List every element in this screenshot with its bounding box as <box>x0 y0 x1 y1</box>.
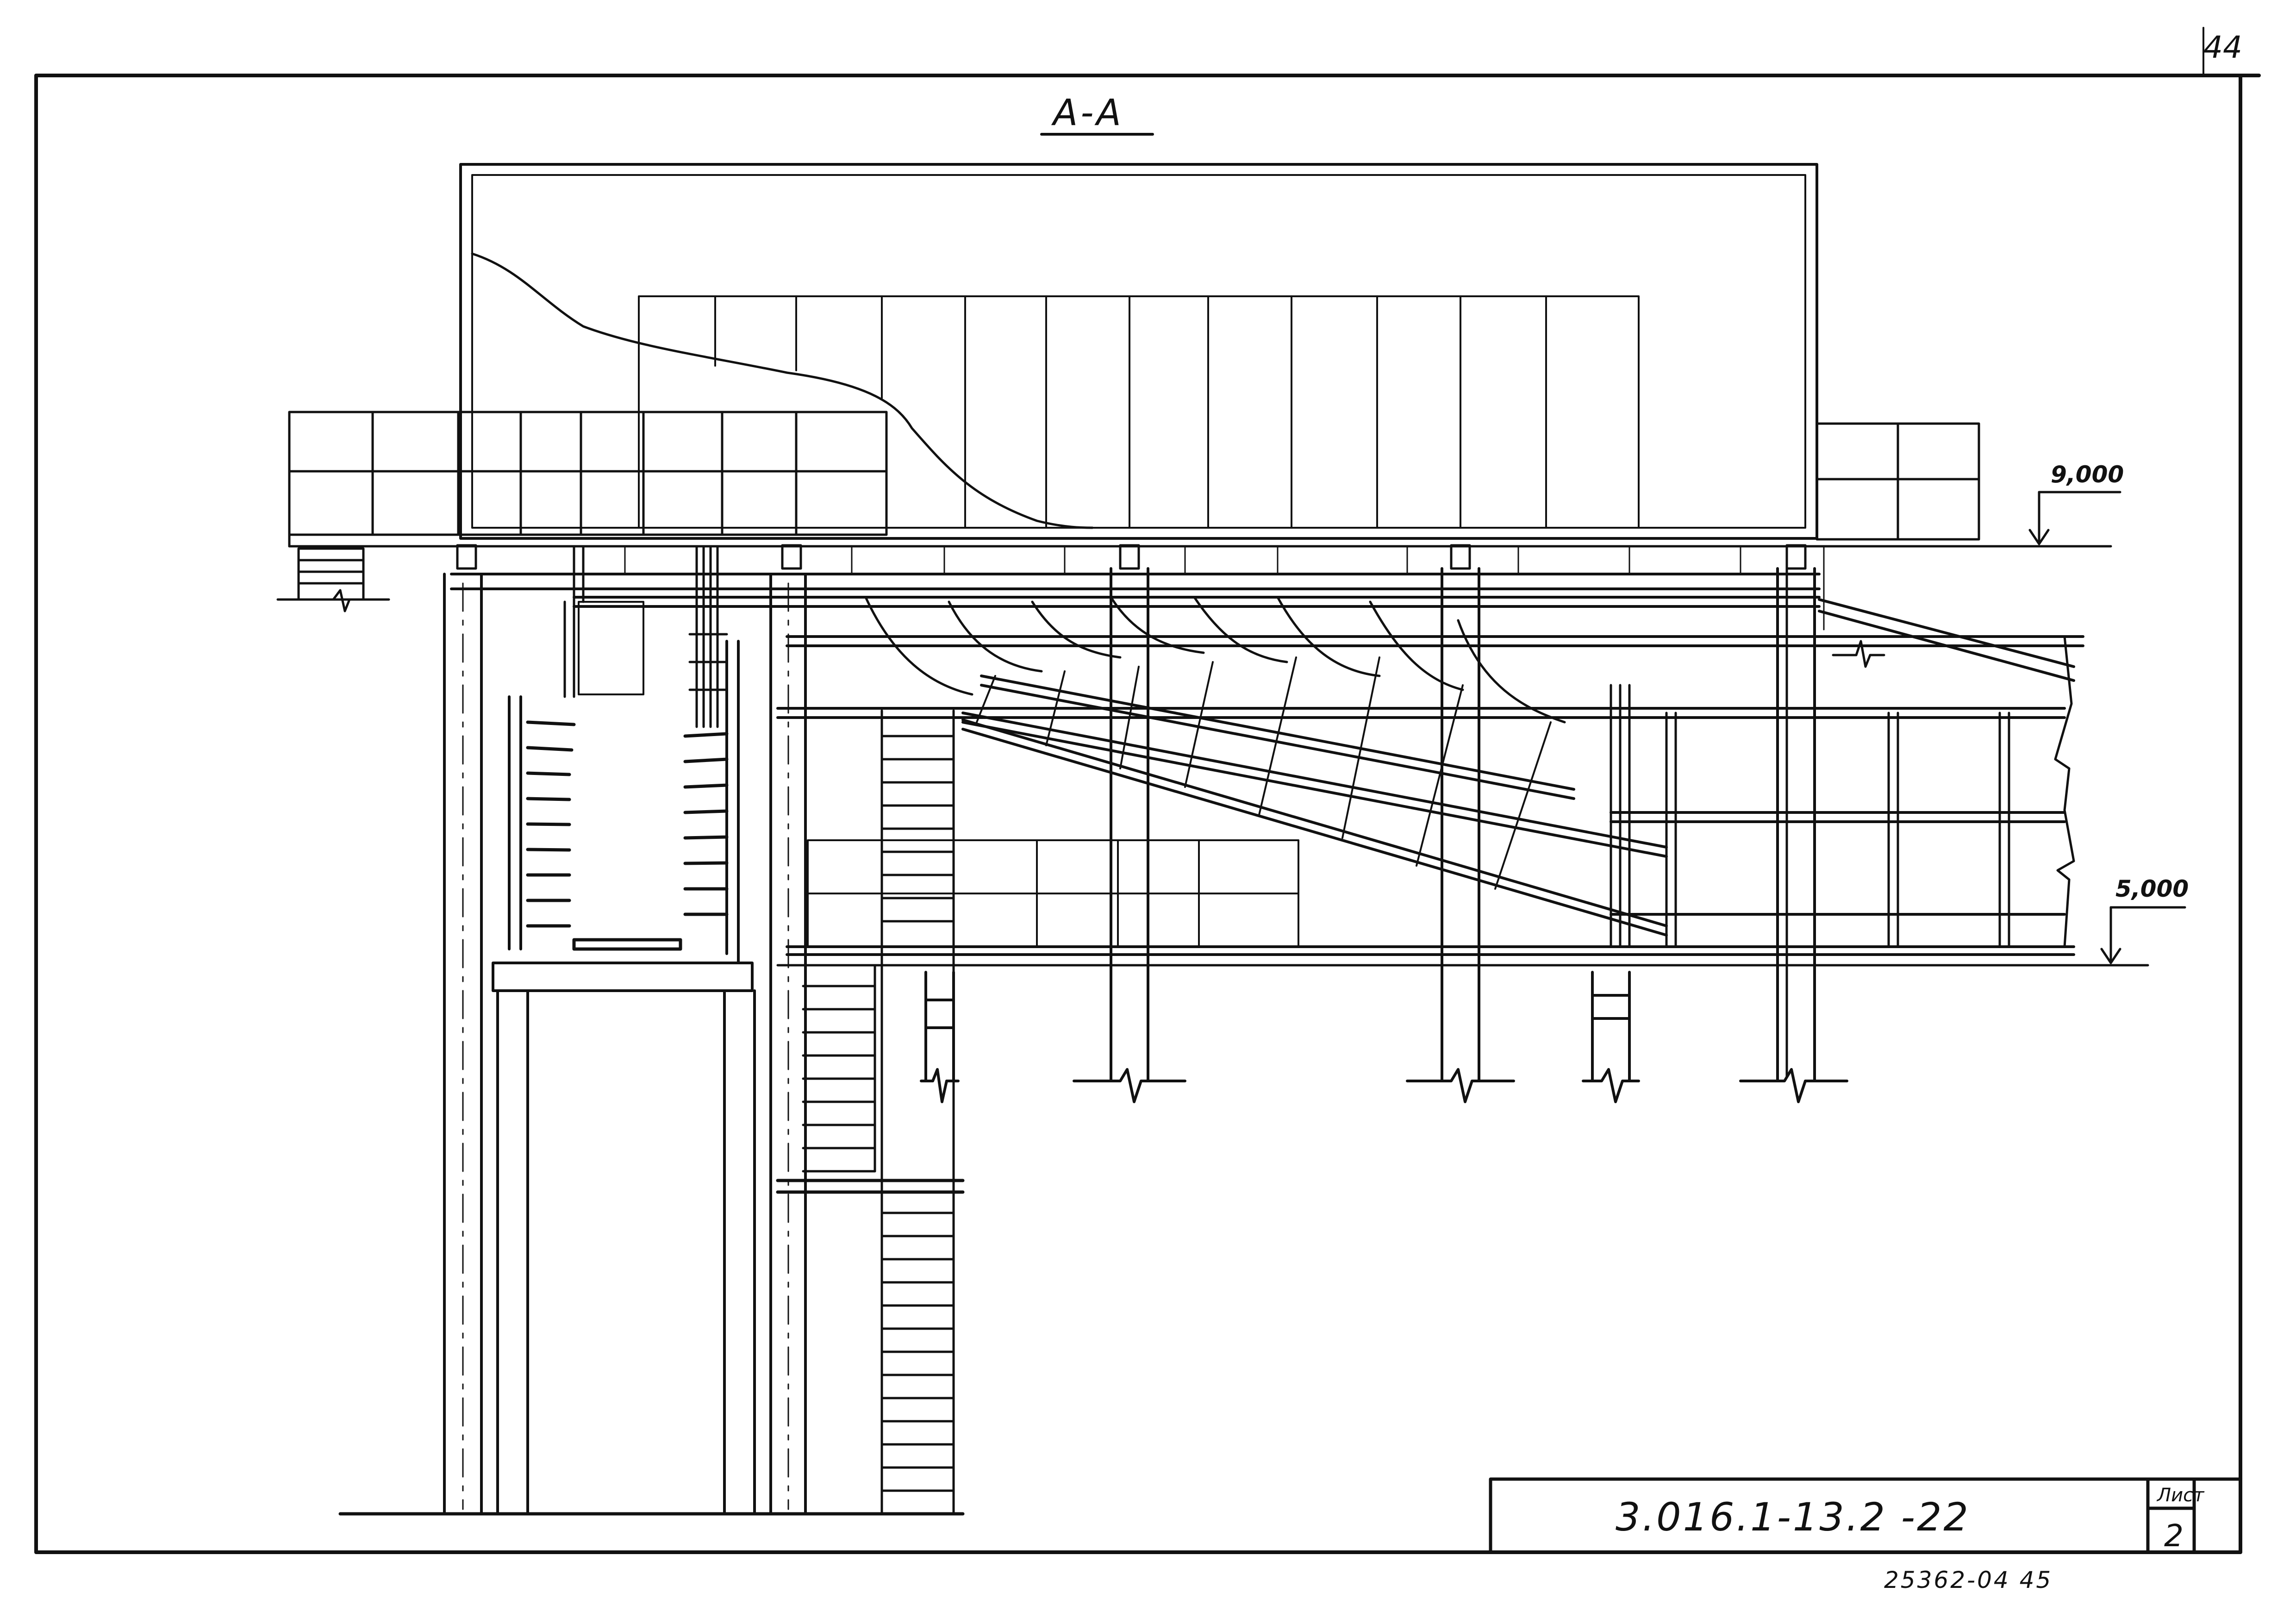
right-tall-column <box>723 573 807 1515</box>
elevation-9000-marker <box>885 491 2121 548</box>
elevation-lower-label: 5,000 <box>2115 875 2189 902</box>
column-caps <box>456 544 1807 570</box>
hanger-rods <box>624 545 1825 631</box>
sheet-label: Лист <box>2157 1485 2204 1506</box>
elevation-5000-marker <box>776 906 2186 967</box>
curved-pipes <box>864 596 1566 724</box>
left-tall-column <box>443 573 529 1515</box>
upper-hood <box>459 163 1818 540</box>
sheet-number: 2 <box>2164 1518 2184 1554</box>
title-block <box>1489 1477 2242 1554</box>
sheet-frame <box>34 27 2261 1554</box>
section-title: А-А <box>1053 92 1124 134</box>
archive-number: 25362-04 45 <box>1884 1567 2053 1593</box>
left-stair <box>276 547 390 612</box>
right-platform <box>1816 422 1980 541</box>
document-code: 3.016.1-13.2 -22 <box>1616 1494 1970 1540</box>
conveyor-braces <box>976 656 1552 890</box>
lower-wall-panels <box>807 839 1299 948</box>
right-break-marks <box>1832 635 2075 948</box>
right-framing <box>1610 554 2010 1078</box>
cabin-box <box>492 601 754 992</box>
cabin-fins <box>526 720 729 928</box>
cabin-pipes <box>563 545 728 728</box>
sheet-corner-number: 44 <box>2203 30 2242 65</box>
intermediate-columns <box>920 567 1848 1103</box>
elevation-upper-label: 9,000 <box>2051 461 2124 488</box>
